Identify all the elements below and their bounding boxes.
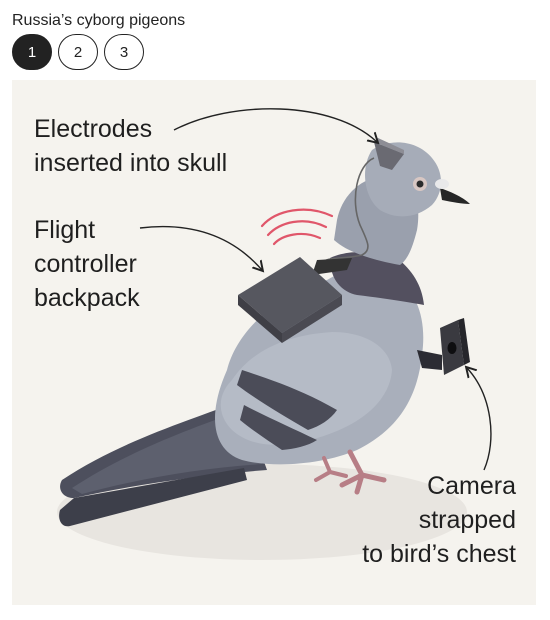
camera-strap: [417, 350, 442, 370]
pigeon-cere: [435, 179, 449, 189]
pigeon-wing-bar-1: [237, 370, 337, 430]
pigeon-neck-band: [330, 252, 424, 305]
signal-wave-1: [272, 232, 322, 246]
illustration-panel: Electrodes inserted into skull Flight co…: [12, 80, 536, 605]
pigeon-beak: [440, 188, 470, 204]
step-button-3[interactable]: 3: [104, 34, 144, 70]
pigeon-wing-bar-2: [240, 405, 317, 450]
electrode-cap: [374, 142, 404, 170]
label-backpack: Flight controller backpack: [34, 216, 140, 312]
electrode-wire: [316, 157, 375, 266]
cyborg-pigeon-illustration: [57, 108, 492, 560]
flight-controller-backpack: [238, 257, 342, 333]
page-title: Russia’s cyborg pigeons: [12, 12, 186, 29]
pigeon-foot: [314, 456, 348, 482]
arrow-electrodes: [173, 108, 377, 142]
pigeon-tail-feathers: [59, 468, 248, 527]
label-camera: Camera strapped to bird’s chest: [362, 472, 516, 568]
backpack-strap: [312, 258, 352, 275]
label-electrodes: Electrodes inserted into skull: [34, 115, 228, 177]
camera-lens: [447, 342, 457, 354]
step-button-1[interactable]: 1: [12, 34, 52, 70]
step-button-2[interactable]: 2: [58, 34, 98, 70]
pigeon-leg: [339, 449, 387, 495]
arrow-camera: [467, 368, 492, 471]
arrow-backpack: [139, 225, 262, 270]
signal-wave-2: [266, 220, 328, 237]
signal-wave-3: [260, 208, 334, 228]
step-selector: 1 2 3: [12, 34, 150, 70]
